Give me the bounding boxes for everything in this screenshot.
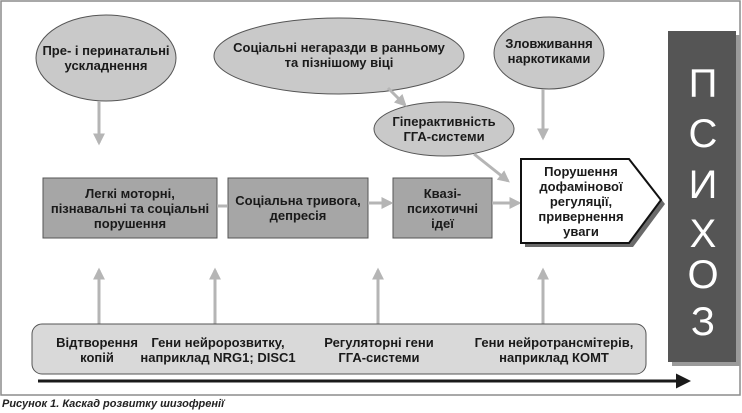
drug-abuse-label: Зловживання наркотиками [505,36,593,66]
regulatory-genes-label: Регуляторні гени ГГА-системи [324,335,434,365]
social-adversity-label: Соціальні негаразди в ранньому та пізніш… [233,40,445,70]
mild-impairments-box [42,177,218,239]
genetics-bar [31,323,647,375]
quasi-psychotic-box [392,177,493,239]
dopamine-label: Порушення дофамінової регуляції, приверн… [538,163,624,239]
outcome-letter-1: П [688,62,718,106]
arrow-adversity-to-hpa [386,86,407,107]
dopamine-box [520,158,663,244]
figure-caption: Рисунок 1. Каскад розвитку шизофренії [2,398,225,410]
mild-impairments-label: Легкі моторні, пізнавальні та соціальні … [50,185,210,231]
perinatal-label: Пре- і перинатальні ускладнення [42,43,170,73]
outcome-letter-6: З [690,300,716,344]
hpa-ellipse [373,101,515,157]
drug-abuse-ellipse [493,16,605,90]
neurodevelopment-genes-label: Гени нейророзвитку, наприклад NRG1; DISC… [140,335,296,365]
outcome-bar [668,31,736,362]
social-anxiety-label: Соціальна тривога, депресія [235,193,361,223]
perinatal-ellipse [35,14,177,102]
outcome-letter-5: О [687,253,719,297]
diagram-canvas [0,0,741,396]
neurotransmitter-genes-label: Гени нейротрансмітерів, наприклад КОМТ [474,335,634,365]
hpa-label: Гіперактивність ГГА-системи [392,114,496,144]
outcome-letter-3: И [688,163,718,207]
copy-repeats-label: Відтворення копій [56,335,138,365]
diagram-frame: Пре- і перинатальні ускладнення Соціальн… [0,0,741,396]
quasi-psychotic-label: Квазі- психотичні ідеї [407,185,478,231]
arrow-hpa-to-dopamine [473,152,510,183]
outcome-letter-4: Х [689,212,717,256]
outcome-letter-2: С [688,112,718,156]
social-anxiety-box [227,177,369,239]
social-adversity-ellipse [213,17,465,95]
